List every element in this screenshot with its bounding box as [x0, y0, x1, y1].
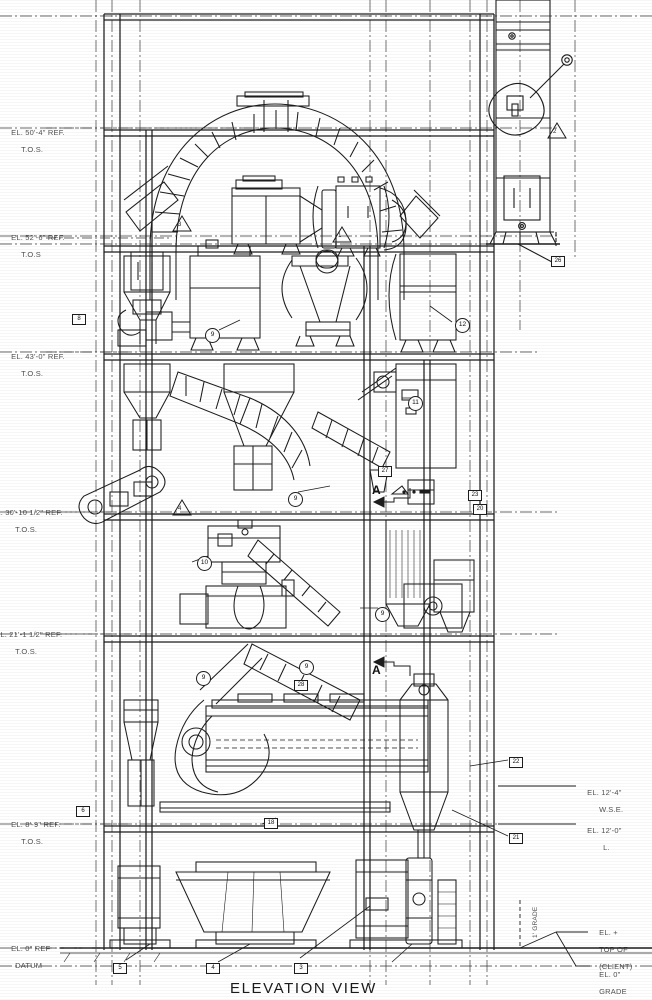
revision-triangles [172, 122, 567, 516]
square-tag-26[interactable]: 26 [551, 256, 565, 267]
square-tag-4[interactable]: 4 [206, 963, 220, 974]
item-balloon-9d[interactable]: 9 [196, 671, 211, 686]
section-marker-a-upper: A [372, 483, 381, 497]
elevation-label-el-8-9: EL. 8'-9" REF. T.O.S. [11, 819, 61, 846]
elevation-label-el-0-datum: EL. 0" REF DATUM [11, 943, 51, 970]
revision-flag-3-label: 3 [178, 222, 182, 228]
level4-equipment [78, 465, 475, 633]
elevation-label-el-0-grade: EL. 0" GRADE [599, 969, 627, 996]
level2-equipment [117, 239, 457, 353]
item-balloon-9b[interactable]: 9 [288, 492, 303, 507]
top-center-equipment [231, 175, 407, 257]
elevation-label-el-30-10: EL. 30'-10 1/2" REF. T.O.S. [0, 507, 63, 534]
grade-note-vertical: 1' GRADE [532, 906, 539, 938]
square-tag-6[interactable]: 6 [76, 806, 90, 817]
section-arrows [372, 488, 411, 676]
level5-mixer-assembly [123, 643, 509, 859]
drawing-title: ELEVATION VIEW [230, 980, 377, 997]
ground-level-equipment [63, 857, 463, 963]
square-tag-23[interactable]: 23 [468, 490, 482, 501]
revision-flag-4-label: 4 [178, 506, 182, 512]
item-balloon-10[interactable]: 10 [197, 556, 212, 571]
square-tag-18[interactable]: 18 [264, 818, 278, 829]
square-tag-28[interactable]: 28 [294, 680, 308, 691]
square-tag-8[interactable]: 8 [72, 314, 86, 325]
square-tag-21[interactable]: 21 [509, 833, 523, 844]
right-elevation-leaders [498, 785, 590, 967]
square-tag-20[interactable]: 20 [473, 504, 487, 515]
elevation-label-el-12-0: EL. 12'-0" L. [587, 825, 622, 852]
square-tag-22[interactable]: 22 [509, 757, 523, 768]
item-balloon-9a[interactable]: 9 [205, 328, 220, 343]
left-elevation-ticks [46, 127, 300, 949]
item-balloon-9e[interactable]: 9 [299, 660, 314, 675]
revision-flag-1-label: 1 [338, 233, 342, 239]
revision-flag-2-label: 2 [553, 129, 557, 135]
item-balloon-9c[interactable]: 9 [375, 607, 390, 622]
elevation-label-el-43-0: EL. 43'-0" REF. T.O.S. [11, 351, 65, 378]
elevation-label-el-50-4: EL. 50'-4" REF. T.O.S. [11, 127, 65, 154]
level3-equipment [123, 363, 457, 505]
section-marker-a-lower: A [372, 663, 381, 677]
elevation-label-el-52-6: EL. 52'-6" REF. T.O.S [11, 232, 65, 259]
elevation-label-el-12-4: EL. 12'-4" W.S.E. [587, 787, 624, 814]
elevation-label-el-21-1: EL. 21'-1 1/2" REF. T.O.S. [0, 629, 63, 656]
square-tag-5[interactable]: 5 [113, 963, 127, 974]
elevation-label-el-top-client: EL. + TOP OF (CLIENT) [599, 927, 633, 972]
square-tag-27[interactable]: 27 [378, 466, 392, 477]
item-balloon-12[interactable]: 12 [455, 318, 470, 333]
exhaust-stack-assembly [486, 0, 573, 263]
square-tag-3[interactable]: 3 [294, 963, 308, 974]
item-balloon-11[interactable]: 11 [408, 396, 423, 411]
